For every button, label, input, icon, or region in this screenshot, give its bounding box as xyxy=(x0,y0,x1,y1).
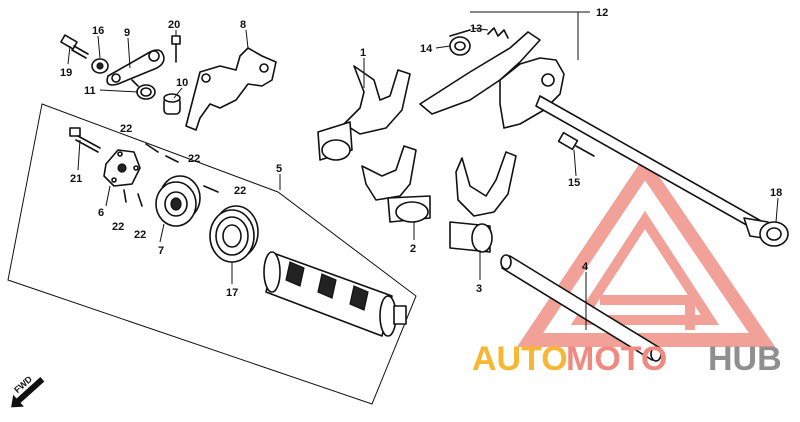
callout-12: 12 xyxy=(596,7,608,19)
callout-8: 8 xyxy=(240,19,246,31)
callout-10: 10 xyxy=(176,77,188,89)
callout-22: 22 xyxy=(120,123,132,135)
callout-11: 11 xyxy=(84,85,96,97)
callout-3: 3 xyxy=(476,283,482,295)
callout-22: 22 xyxy=(234,185,246,197)
callout-5: 5 xyxy=(276,163,282,175)
watermark-auto: AUTO xyxy=(472,340,568,378)
callout-14: 14 xyxy=(420,43,433,55)
callout-21: 21 xyxy=(70,173,82,185)
callout-22: 22 xyxy=(112,221,124,233)
watermark-text: AUTO MOTO HUB xyxy=(472,340,782,378)
seal-18 xyxy=(759,221,789,247)
watermark-logo-icon xyxy=(516,155,776,347)
drum-assembly-frame xyxy=(7,103,417,405)
leader-lines xyxy=(67,11,779,330)
shift-fork-2 xyxy=(361,145,431,223)
shift-fork-3 xyxy=(449,151,517,253)
drum-center-7 xyxy=(155,175,201,227)
callout-20: 20 xyxy=(168,19,180,31)
callout-2: 2 xyxy=(410,243,416,255)
callout-17: 17 xyxy=(226,287,238,299)
shift-fork-1 xyxy=(317,65,411,161)
stopper-plate-8 xyxy=(185,47,277,131)
callout-19: 19 xyxy=(60,67,72,79)
spring-13 xyxy=(487,27,509,39)
stopper-arm-9 xyxy=(106,49,165,86)
pin-15 xyxy=(557,131,595,157)
bolt-19 xyxy=(60,34,89,59)
callout-22: 22 xyxy=(134,229,146,241)
callout-4: 4 xyxy=(582,261,589,273)
callout-1: 1 xyxy=(360,47,366,59)
callout-6: 6 xyxy=(98,207,104,219)
collar-10 xyxy=(163,93,181,115)
watermark-moto: MOTO xyxy=(566,340,667,378)
callout-13: 13 xyxy=(470,23,482,35)
callout-18: 18 xyxy=(770,187,782,199)
fork-shaft-4 xyxy=(500,254,662,362)
spring-14 xyxy=(449,29,471,56)
bolt-21 xyxy=(69,127,101,153)
shift-drum xyxy=(263,251,407,337)
watermark-hub: HUB xyxy=(708,340,782,378)
bolt-20 xyxy=(171,35,181,63)
callout-15: 15 xyxy=(568,177,580,189)
callout-22: 22 xyxy=(188,153,200,165)
washer-16 xyxy=(91,58,109,74)
bearing-17 xyxy=(209,205,259,263)
pin-plate-6 xyxy=(103,149,141,187)
pins-22 xyxy=(123,143,219,207)
fwd-arrow-icon: FWD xyxy=(11,374,45,408)
callout-labels: 1 2 3 4 5 6 7 8 9 10 11 12 13 14 15 16 1… xyxy=(60,7,782,299)
callout-7: 7 xyxy=(158,245,164,257)
callout-16: 16 xyxy=(92,25,104,37)
callout-9: 9 xyxy=(124,27,130,39)
spring-11 xyxy=(131,79,156,100)
